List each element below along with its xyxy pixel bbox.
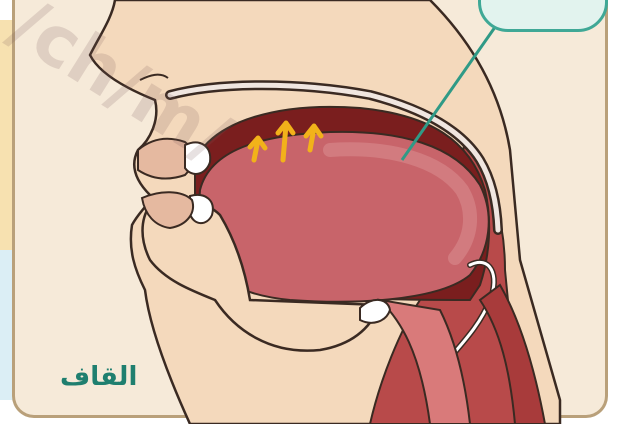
upper-tooth (185, 142, 210, 173)
label-bubble (478, 0, 608, 32)
letter-caption: القاف (60, 362, 137, 392)
